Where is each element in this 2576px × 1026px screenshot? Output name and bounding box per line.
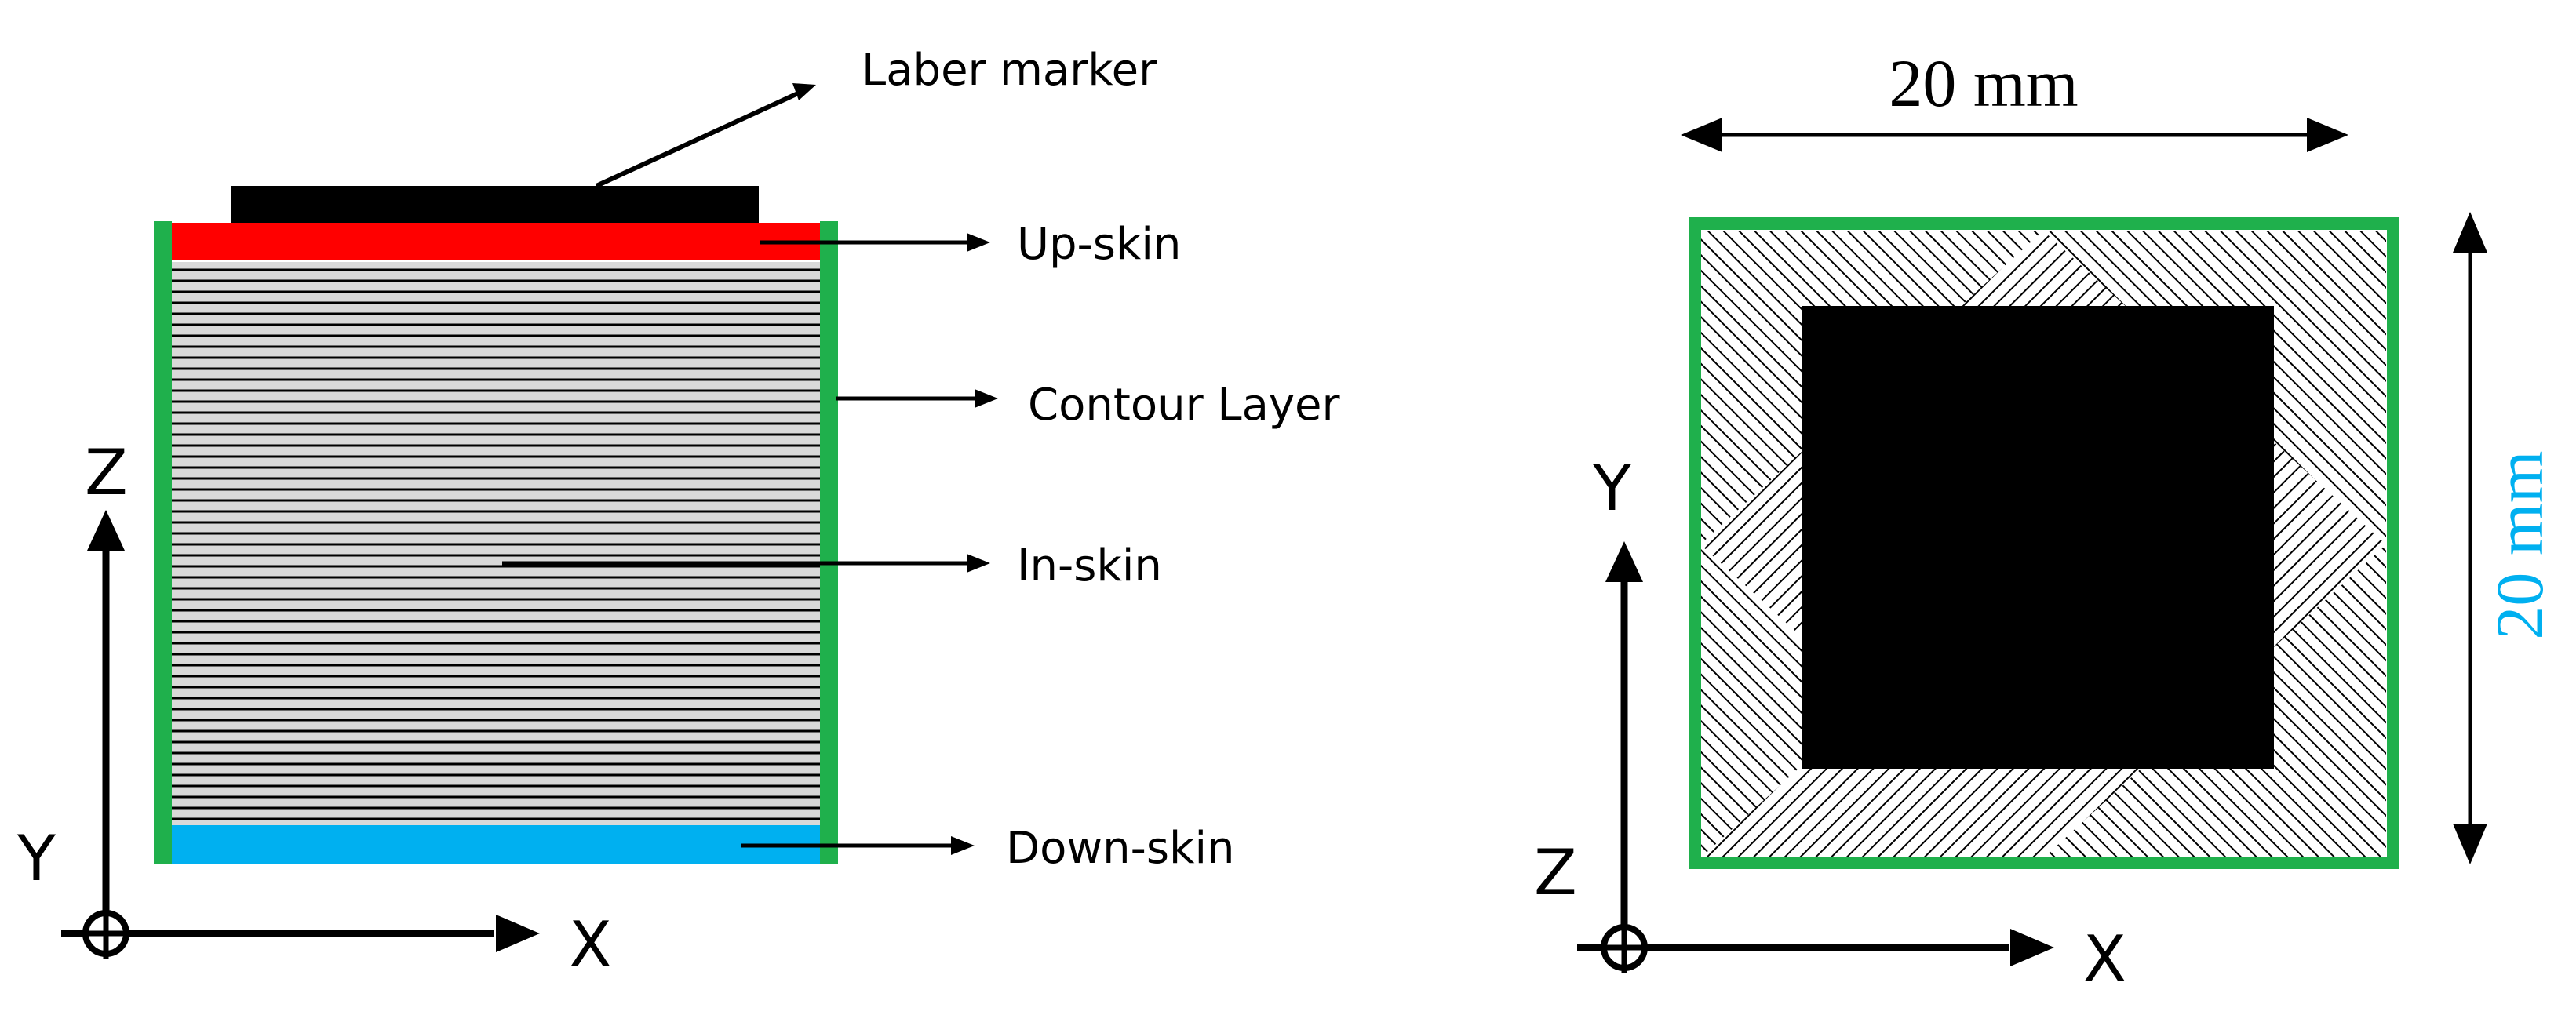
up-skin-layer: [172, 223, 820, 260]
top-axes: Y X Z: [1534, 452, 2126, 995]
laser-marker-label: Laber marker: [862, 45, 1157, 96]
callout-in-skin: [502, 554, 990, 573]
width-dimension: [1681, 118, 2348, 152]
x-axis-label: X: [569, 908, 612, 981]
side-axes: Z X Y: [16, 436, 612, 981]
z-axis-arrowhead: [87, 510, 125, 551]
width-label: 20 mm: [1889, 45, 2078, 121]
layer-lines: [172, 268, 820, 820]
top-view: 20 mm 20 mm Y X Z: [1534, 45, 2557, 995]
callout-contour-layer: [836, 389, 998, 408]
side-view: Laber marker Up-skin Contour Layer In-sk…: [16, 45, 1341, 981]
height-label: 20 mm: [2482, 450, 2557, 639]
in-skin-label: In-skin: [1017, 540, 1162, 591]
callout-laser-marker: [595, 83, 816, 188]
core-region: [1802, 306, 2274, 769]
x-axis-arrowhead: [496, 915, 540, 952]
height-dimension: [2453, 212, 2487, 864]
laser-marker-bar: [231, 186, 759, 223]
contour-left: [154, 221, 172, 864]
contour-layer-label: Contour Layer: [1028, 380, 1341, 431]
callout-up-skin: [760, 233, 990, 252]
contour-right: [820, 221, 838, 864]
y-axis-label-top: Y: [1592, 452, 1632, 525]
up-skin-label: Up-skin: [1017, 219, 1181, 270]
x-axis-label-top: X: [2083, 922, 2126, 995]
z-axis-label: Z: [85, 436, 128, 509]
down-skin-label: Down-skin: [1006, 823, 1235, 874]
contour-square: [1689, 217, 2399, 869]
down-skin-layer: [172, 825, 820, 864]
y-axis-label: Y: [16, 822, 56, 895]
x-axis-arrowhead-top: [2010, 929, 2054, 966]
y-axis-arrowhead: [1605, 541, 1643, 582]
z-axis-label-top: Z: [1534, 836, 1577, 909]
callout-down-skin: [741, 836, 975, 855]
